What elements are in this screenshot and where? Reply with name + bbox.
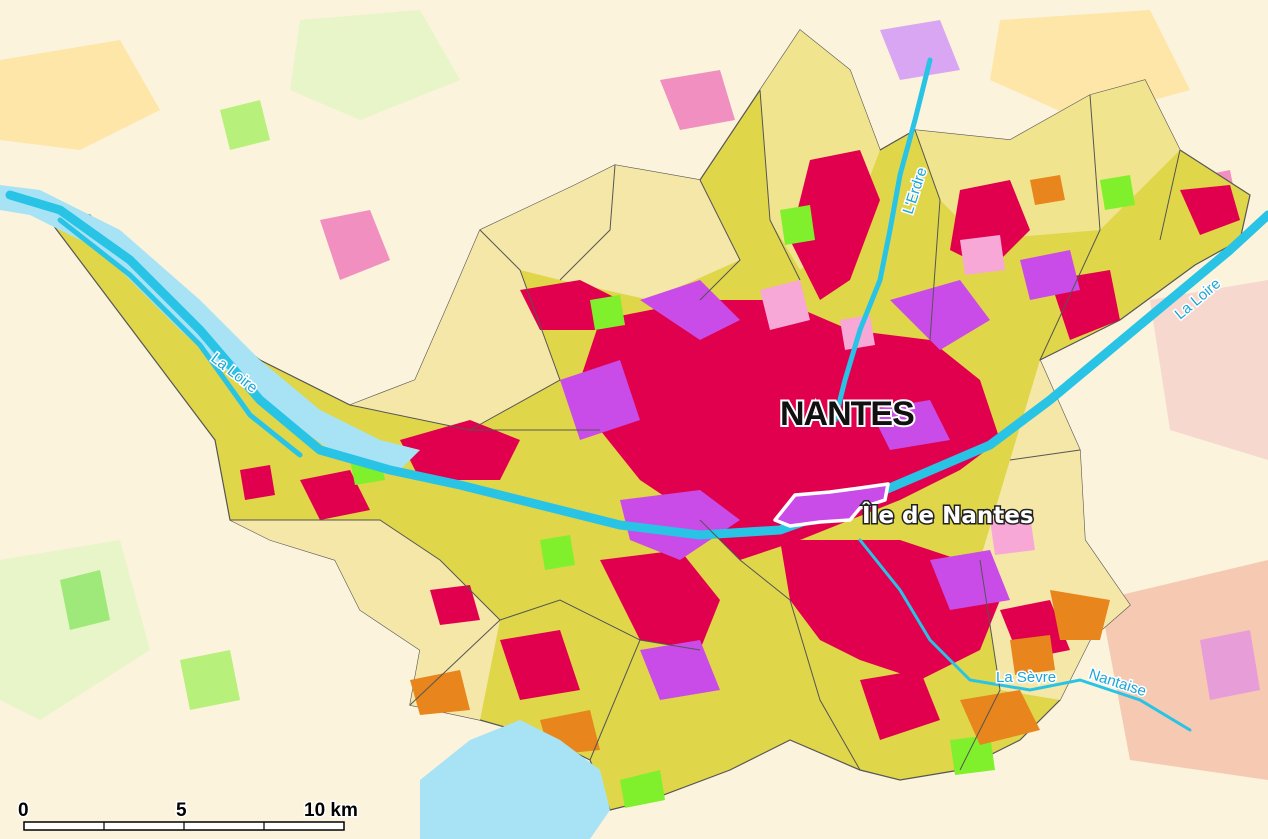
scale-tick-5: 5 — [176, 800, 187, 821]
river-label-sevre: La Sèvre — [996, 669, 1056, 686]
scale-tick-10: 10 km — [304, 800, 358, 821]
scale-bar: 0 5 10 km — [17, 799, 359, 831]
erdre-river — [832, 57, 933, 423]
scale-tick-0: 0 — [18, 800, 29, 821]
loire-river — [5, 190, 1268, 540]
island-label: Île de Nantes — [862, 501, 1034, 529]
outer-patches — [0, 10, 1268, 780]
sevre-river — [858, 538, 1192, 732]
city-label: NANTES — [780, 395, 914, 433]
commune-boundaries — [230, 89, 1181, 771]
loire-river-arm — [57, 217, 303, 458]
urban-pink — [760, 235, 1035, 555]
activity-zones — [560, 250, 1080, 700]
estuary-light — [0, 185, 420, 470]
orange-zones — [410, 175, 1110, 755]
lake — [420, 720, 610, 839]
green-spaces — [350, 175, 1135, 808]
ile-de-nantes-outline — [773, 482, 890, 528]
